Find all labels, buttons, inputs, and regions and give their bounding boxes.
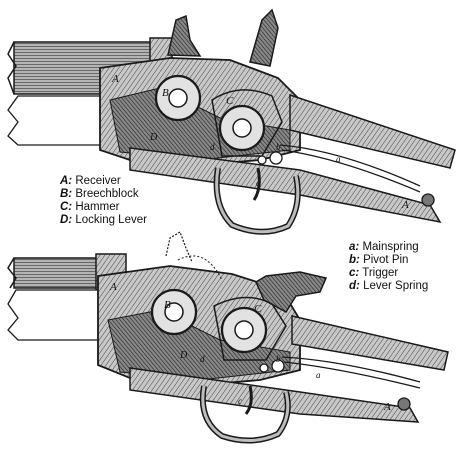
- legend-lower: a: Mainspring b: Pivot Pin c: Trigger d:…: [349, 241, 428, 293]
- legend-key: b:: [349, 254, 360, 266]
- upper-callout-hammer: C: [226, 95, 234, 107]
- upper-hammer-outline: [211, 89, 283, 157]
- upper-callout-breechblock: B: [162, 87, 169, 99]
- upper-mainspring-2: [279, 144, 421, 187]
- lower-mainspring-2: [281, 356, 421, 383]
- legend-key: d:: [349, 280, 360, 292]
- legend-label: Locking Lever: [75, 214, 147, 226]
- lower-hammer-outline: [213, 296, 287, 361]
- lower-callout-receiver: A: [109, 281, 117, 293]
- upper-callout-locking-lever: D: [149, 132, 158, 143]
- legend-key: D:: [60, 214, 73, 226]
- lower-hammer-pin: [234, 320, 254, 340]
- lower-trigger: [244, 385, 253, 415]
- upper-callout-pivot-pin: b: [276, 142, 281, 152]
- legend-label: Lever Spring: [363, 280, 429, 292]
- upper-action: A B C D a b c d A: [7, 8, 456, 235]
- legend-key: A:: [60, 175, 73, 187]
- upper-callout-receiver-tang: A: [401, 199, 409, 211]
- lower-callout-breechblock: B: [164, 299, 171, 311]
- legend-key: C:: [60, 201, 73, 213]
- upper-callout-trigger: c: [256, 178, 260, 188]
- legend-row-locking-lever: D: Locking Lever: [60, 214, 147, 227]
- lower-breechblock-ghost-arc: [177, 255, 223, 281]
- upper-callout-receiver: A: [111, 73, 119, 85]
- upper-lower-tang: [129, 147, 442, 224]
- lower-tang: [291, 315, 449, 371]
- legend-row-trigger: c: Trigger: [349, 267, 428, 280]
- lower-callout-pivot-pin: b: [276, 354, 281, 364]
- lower-callout-locking-lever: D: [179, 350, 188, 361]
- upper-hammer-spur: [249, 8, 279, 67]
- lower-stock-break: [7, 289, 101, 341]
- upper-tang: [289, 93, 456, 169]
- upper-tang-screw: [421, 193, 435, 207]
- legend-label: Trigger: [362, 267, 399, 279]
- lower-callout-trigger: c: [238, 396, 242, 406]
- upper-hammer-pin: [232, 118, 252, 138]
- legend-key: a:: [349, 241, 360, 253]
- legend-row-breechblock: B: Breechblock: [60, 188, 147, 201]
- upper-screw: [269, 151, 283, 165]
- lower-callout-hammer: C: [254, 303, 262, 315]
- lower-screw: [271, 359, 285, 373]
- legend-label: Breechblock: [75, 188, 139, 200]
- legend-row-receiver: A: Receiver: [60, 175, 147, 188]
- upper-breechblock-pin: [168, 88, 188, 108]
- upper-trigger: [252, 167, 261, 201]
- lower-pivot-pin: [259, 363, 269, 373]
- upper-breechblock-spur: [167, 14, 202, 57]
- legend-row-hammer: C: Hammer: [60, 201, 147, 214]
- upper-trigger-guard-highlight: [215, 167, 300, 234]
- upper-callout-mainspring: a: [336, 154, 341, 164]
- legend-row-lever-spring: d: Lever Spring: [349, 280, 428, 293]
- lower-action: A B C D a b c d A: [7, 231, 449, 444]
- legend-key: c:: [349, 267, 360, 279]
- lower-callout-receiver-tang: A: [383, 401, 391, 413]
- lower-lower-tang: [129, 367, 420, 423]
- legend-upper: A: Receiver B: Breechblock C: Hammer D: …: [60, 175, 147, 227]
- legend-key: B:: [60, 188, 73, 200]
- legend-label: Mainspring: [362, 241, 419, 253]
- lower-mainspring: [283, 361, 421, 389]
- legend-row-mainspring: a: Mainspring: [349, 241, 428, 254]
- upper-callout-lever-spring: d: [210, 142, 215, 152]
- lower-breechblock-ghost: [165, 231, 193, 263]
- lower-breechblock-pin: [164, 302, 184, 322]
- legend-label: Pivot Pin: [363, 254, 409, 266]
- upper-stock-break: [7, 95, 103, 146]
- legend-label: Hammer: [75, 201, 120, 213]
- lower-trigger-guard-highlight: [201, 385, 290, 442]
- lower-callout-mainspring: a: [316, 370, 321, 380]
- legend-label: Receiver: [75, 175, 121, 187]
- legend-row-pivot-pin: b: Pivot Pin: [349, 254, 428, 267]
- lower-tang-screw: [397, 397, 411, 411]
- lower-callout-lever-spring: d: [200, 354, 205, 364]
- upper-mainspring: [281, 149, 421, 193]
- upper-pivot-pin: [257, 155, 267, 165]
